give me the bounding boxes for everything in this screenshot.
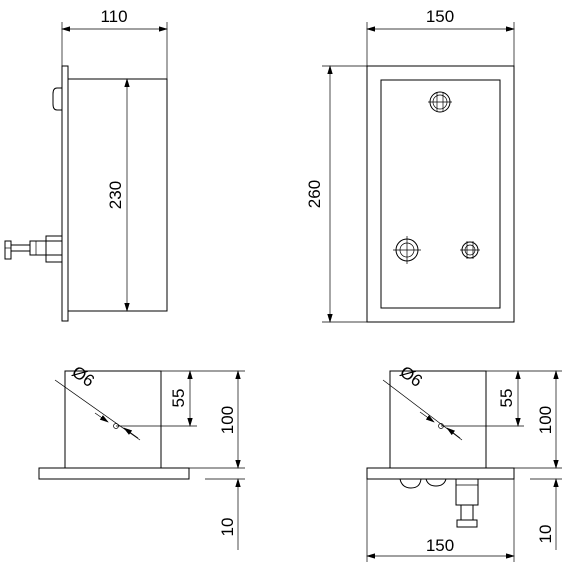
front-view-outer	[366, 65, 515, 323]
bl-offset-label: 55	[169, 389, 188, 408]
side-view-flange	[61, 65, 69, 322]
bl-flange-label: 10	[218, 518, 237, 537]
br-button-bump	[399, 478, 422, 489]
side-view: 110 230	[4, 7, 168, 322]
side-height-label: 230	[106, 181, 125, 209]
bl-hole-leader	[54, 379, 141, 441]
front-height-label: 260	[305, 180, 324, 208]
bl-hole-dia-label: Ø6	[68, 362, 97, 391]
side-view-valve	[4, 235, 63, 263]
left-screw-icon	[393, 236, 421, 264]
side-view-button	[52, 87, 62, 111]
side-view-body	[67, 78, 168, 312]
top-screw-icon	[428, 91, 452, 113]
br-base-plate	[366, 467, 515, 480]
br-depth-label: 100	[536, 406, 555, 434]
br-hole-leader	[382, 379, 463, 441]
br-offset-label: 55	[497, 389, 516, 408]
bl-depth-label: 100	[218, 406, 237, 434]
bottom-left-view: Ø6 55 100 10	[38, 362, 245, 550]
br-body	[389, 370, 487, 469]
br-valve	[455, 478, 479, 528]
bl-base-plate	[38, 467, 190, 480]
bl-body	[64, 370, 162, 469]
side-width-label: 110	[100, 7, 127, 26]
bottom-right-view: Ø6 55 100 10 150	[366, 362, 562, 562]
br-flange-label: 10	[536, 525, 555, 544]
right-screw-icon	[460, 241, 480, 259]
br-hole-dia-label: Ø6	[396, 362, 425, 391]
front-view: 150 260	[305, 7, 515, 323]
front-view-inner-panel	[380, 79, 501, 309]
front-width-label: 150	[426, 7, 454, 26]
br-width-label: 150	[426, 536, 454, 555]
